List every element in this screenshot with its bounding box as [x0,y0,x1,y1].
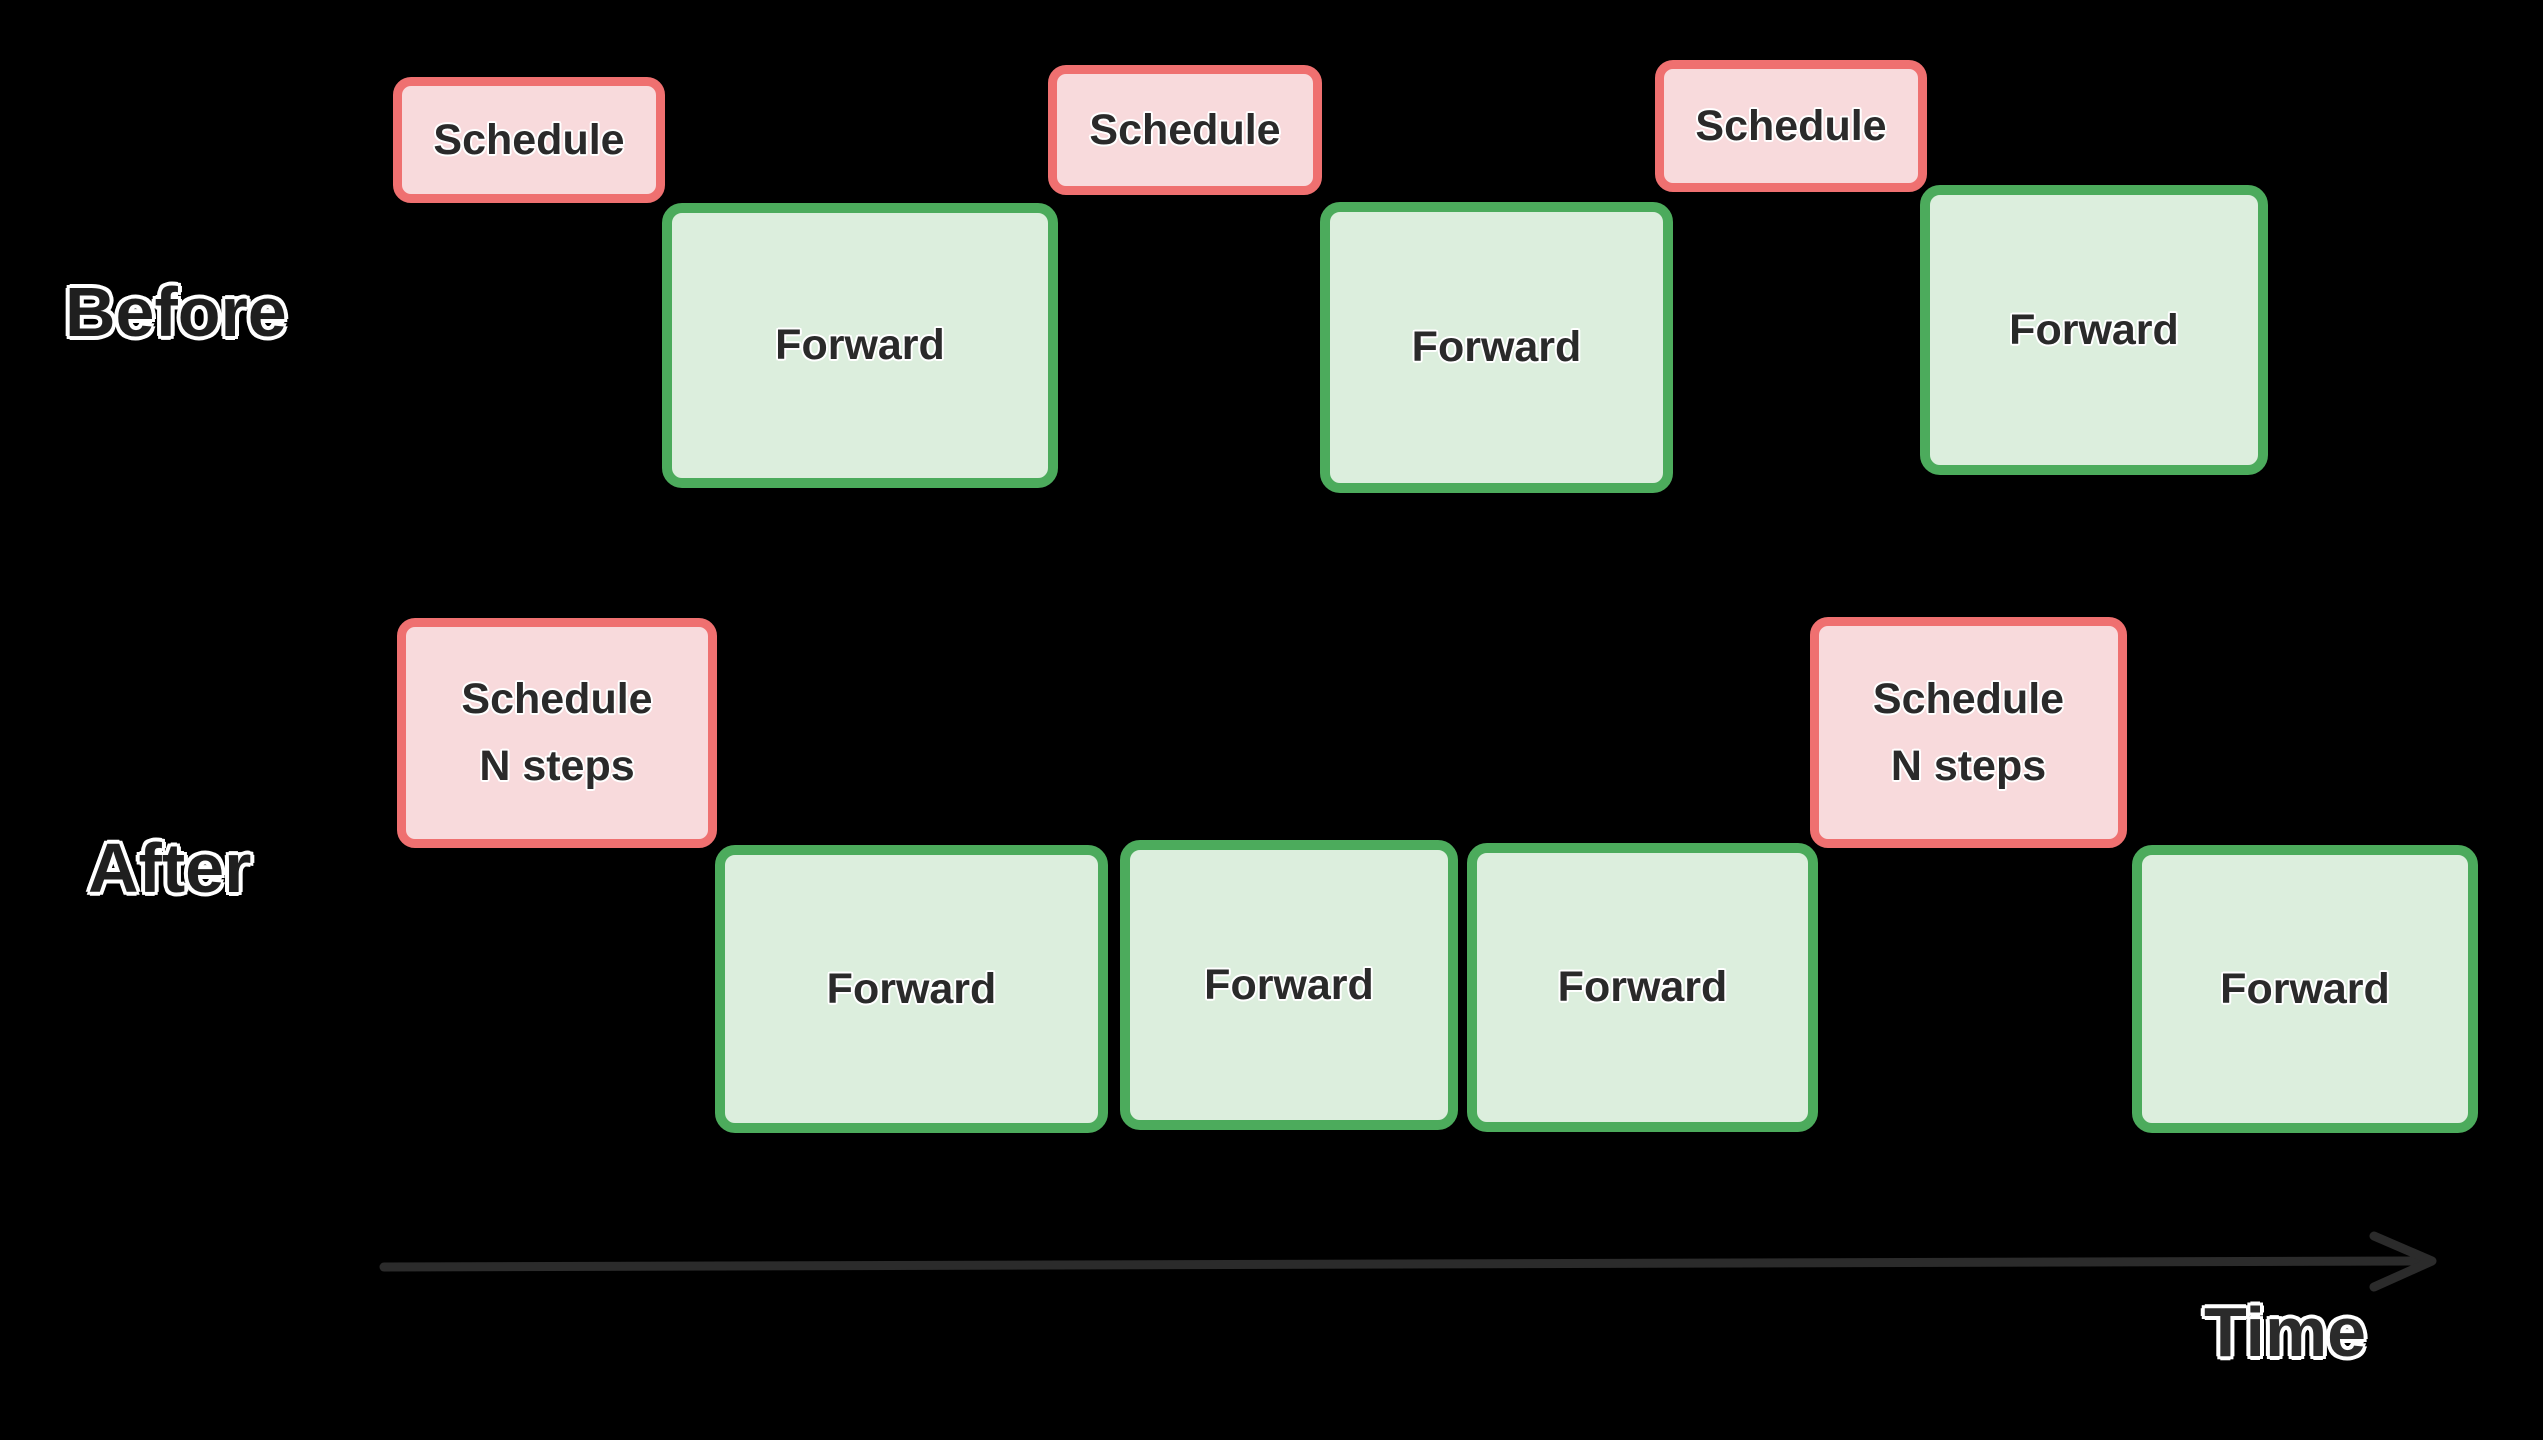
schedule-n-steps-box: Schedule N steps [397,618,717,848]
schedule-box: Schedule [393,77,665,203]
forward-box: Forward [715,845,1108,1133]
forward-box: Forward [1120,840,1458,1130]
forward-box: Forward [1320,202,1673,493]
row-label-after: After [88,829,252,907]
forward-box: Forward [1467,843,1818,1132]
schedule-n-steps-box: Schedule N steps [1810,617,2127,848]
forward-box: Forward [662,203,1058,488]
schedule-box: Schedule [1655,60,1927,192]
forward-box: Forward [2132,845,2478,1133]
time-axis-arrow [379,1231,2437,1292]
schedule-box: Schedule [1048,65,1322,195]
forward-box: Forward [1920,185,2268,475]
row-label-before: Before [65,273,287,351]
time-axis-label: Time [2204,1293,2367,1371]
